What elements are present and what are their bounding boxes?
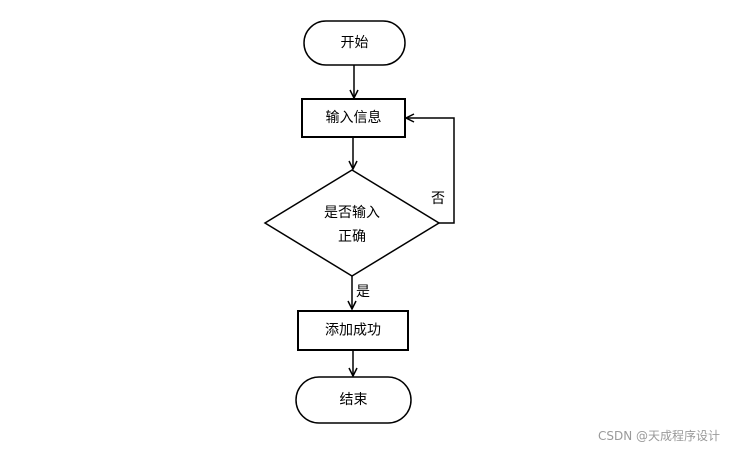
end-label: 结束 xyxy=(340,392,368,408)
edge-no-label: 否 xyxy=(431,191,445,207)
input-process-shape xyxy=(301,98,406,138)
check-label-line1: 是否输入 xyxy=(324,205,380,221)
start-node: 开始 xyxy=(303,20,406,66)
input-node: 输入信息 xyxy=(301,98,406,138)
end-terminal-shape xyxy=(295,376,412,424)
edge-check-no-loop xyxy=(406,118,455,224)
edge-yes-label: 是 xyxy=(356,284,370,300)
add-process-shape xyxy=(297,310,409,351)
add-label: 添加成功 xyxy=(325,323,381,339)
start-label: 开始 xyxy=(341,35,369,51)
csdn-watermark: CSDN @天成程序设计 xyxy=(597,429,720,443)
add-node: 添加成功 xyxy=(297,310,409,351)
check-decision-shape xyxy=(263,169,441,277)
end-node: 结束 xyxy=(295,376,412,424)
input-label: 输入信息 xyxy=(326,109,382,126)
check-label-line2: 正确 xyxy=(338,229,366,245)
check-node: 是否输入 正确 xyxy=(263,169,441,277)
